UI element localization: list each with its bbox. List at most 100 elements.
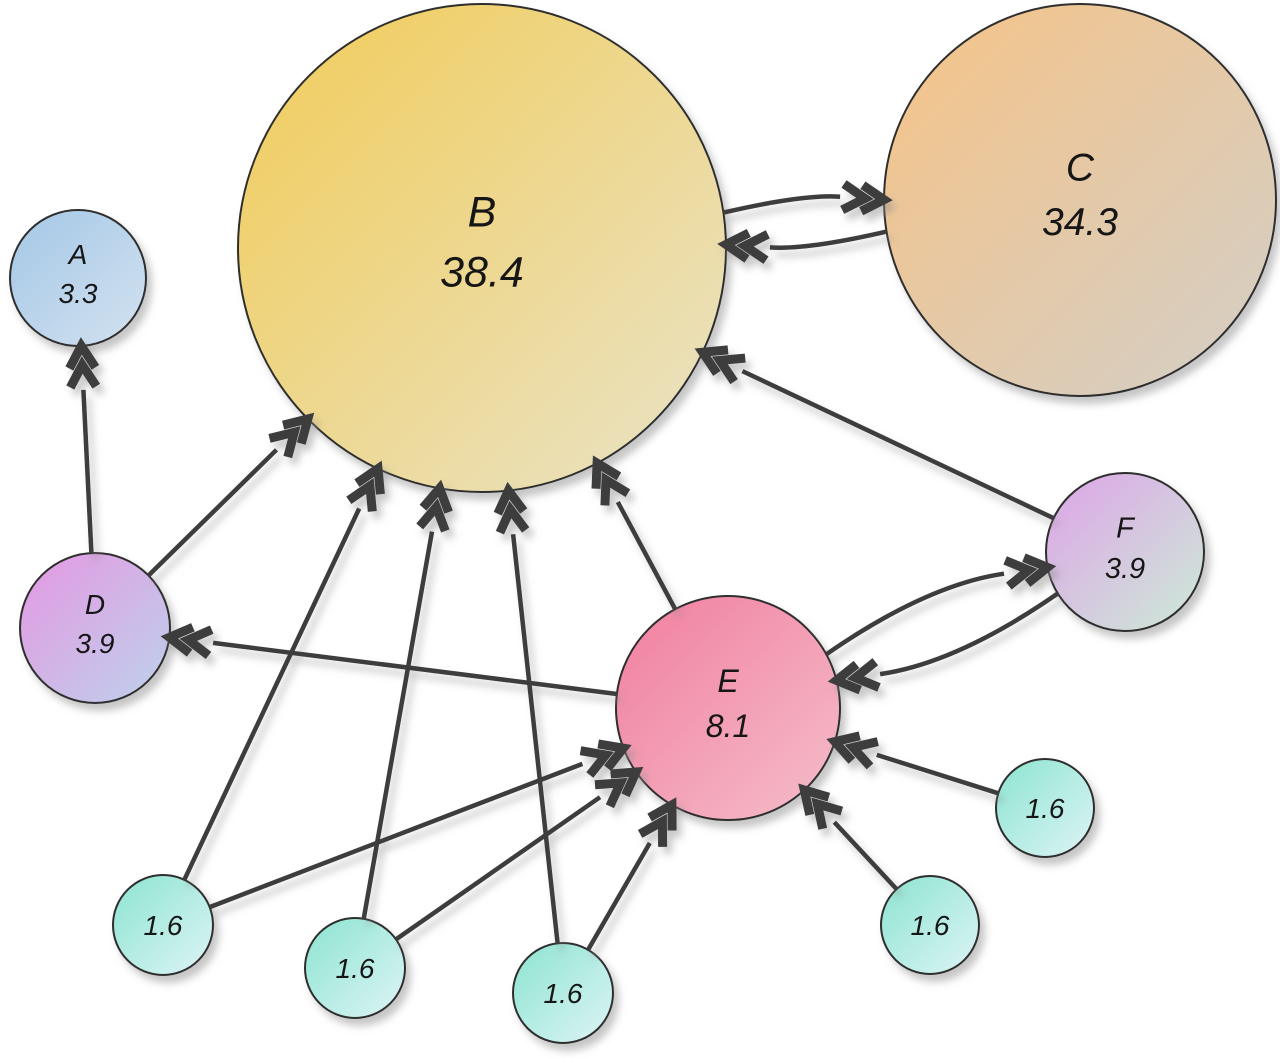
arrowhead-chevron [495, 500, 530, 535]
edge-E-F [825, 553, 1057, 657]
edge-s2-B [361, 479, 453, 920]
node-value-B: 38.4 [440, 249, 524, 297]
node-circle-C [883, 3, 1277, 397]
arrowhead-chevron [597, 739, 632, 771]
nodes-layer: A 3.3 B 38.4 C34.3D3.9E 8.1 F 3.9 1.6 1.6 1.6 1.6 1.… [9, 3, 1277, 1044]
arrowhead-chevron [419, 479, 453, 514]
edge-shaft [212, 640, 618, 697]
edge-shaft [81, 389, 94, 554]
arrowhead-chevron [826, 731, 861, 764]
arrowhead-chevron [717, 228, 751, 263]
arrowhead-chevron [179, 625, 214, 659]
edge-s4-E [798, 783, 899, 891]
edge-shaft [510, 534, 560, 944]
node-circle-s5 [995, 758, 1095, 858]
arrowhead-chevron [711, 353, 746, 385]
node-s3: 1.6 [512, 942, 614, 1044]
arrowhead-chevron [346, 477, 377, 512]
edge-s3-E [586, 797, 677, 951]
edge-shaft [615, 500, 678, 611]
edge-D-A [65, 337, 101, 554]
edge-F-E [827, 591, 1060, 695]
arrowhead-chevron [65, 337, 100, 371]
node-label-F: F [1116, 513, 1136, 545]
edge-shaft [182, 507, 362, 881]
arrowhead-chevron [859, 181, 893, 216]
node-circle-F [1045, 472, 1205, 632]
arrowhead-chevron [798, 783, 831, 816]
edge-shaft [879, 591, 1060, 677]
edge-D-B [146, 412, 315, 578]
edge-shaft [208, 761, 584, 910]
arrowhead-chevron [610, 766, 644, 798]
node-F: F 3.9 [1045, 472, 1205, 632]
node-label-E: E [717, 663, 739, 699]
edge-C-B [717, 228, 888, 264]
node-circle-s2 [304, 917, 406, 1019]
edge-shaft [741, 369, 1055, 521]
arrowhead-chevron [736, 230, 770, 264]
edge-E-B [591, 455, 678, 611]
arrowhead-chevron [66, 356, 101, 390]
node-value-A: 3.3 [59, 278, 98, 309]
arrowhead-chevron [840, 180, 874, 214]
arrowhead-chevron [579, 746, 614, 778]
arrowhead-chevron [600, 472, 631, 506]
edge-shaft [769, 229, 888, 250]
node-A: A 3.3 [9, 209, 147, 347]
edge-shaft [361, 531, 435, 920]
node-circle-s1 [112, 874, 214, 976]
node-circle-s3 [512, 942, 614, 1044]
edge-s3-B [493, 481, 560, 944]
node-s1: 1.6 [112, 874, 214, 976]
edge-shaft [876, 752, 999, 796]
node-value-D: 3.9 [76, 628, 115, 659]
edge-shaft [146, 448, 279, 578]
arrowhead-chevron [827, 660, 862, 695]
arrowhead-chevron [1022, 553, 1057, 587]
node-value-s4: 1.6 [911, 910, 950, 941]
edge-s2-E [394, 766, 644, 942]
arrowhead-chevron [416, 498, 450, 533]
node-E: E 8.1 [615, 595, 841, 821]
node-B: B 38.4 [237, 3, 727, 493]
arrowhead-chevron [594, 777, 628, 809]
node-value-s3: 1.6 [544, 978, 583, 1009]
node-circle-D [19, 552, 171, 704]
node-value-s1: 1.6 [144, 910, 183, 941]
arrowhead-chevron [591, 455, 622, 489]
node-s4: 1.6 [880, 875, 980, 975]
edge-shaft [394, 795, 602, 942]
node-C: C34.3 [883, 3, 1277, 397]
node-circle-E [615, 595, 841, 821]
node-s5: 1.6 [995, 758, 1095, 858]
edge-E-D [160, 623, 618, 697]
arrowhead-chevron [637, 813, 668, 847]
node-value-F: 3.9 [1105, 553, 1145, 585]
node-circle-s4 [880, 875, 980, 975]
arrowhead-chevron [844, 737, 879, 770]
edge-s1-B [182, 460, 385, 881]
arrowhead-chevron [282, 412, 315, 445]
edge-F-B [694, 345, 1055, 521]
arrowhead-chevron [268, 426, 301, 459]
edge-shaft [586, 841, 652, 951]
edges-layer [65, 180, 1060, 951]
node-label-B: B [468, 189, 497, 237]
node-label-A: A [67, 239, 88, 270]
edge-shaft [722, 194, 841, 215]
node-value-s2: 1.6 [336, 953, 375, 984]
edge-s5-E [826, 731, 999, 796]
node-D: D3.9 [19, 552, 171, 704]
arrowhead-chevron [493, 481, 528, 516]
arrowhead-chevron [647, 797, 677, 831]
edge-s1-E [208, 739, 632, 910]
node-value-E: 8.1 [706, 708, 750, 744]
arrowhead-chevron [811, 797, 844, 830]
arrowhead-chevron [694, 345, 729, 376]
arrowhead-chevron [1003, 556, 1038, 590]
edge-shaft [825, 571, 1005, 657]
node-value-s5: 1.6 [1026, 793, 1065, 824]
